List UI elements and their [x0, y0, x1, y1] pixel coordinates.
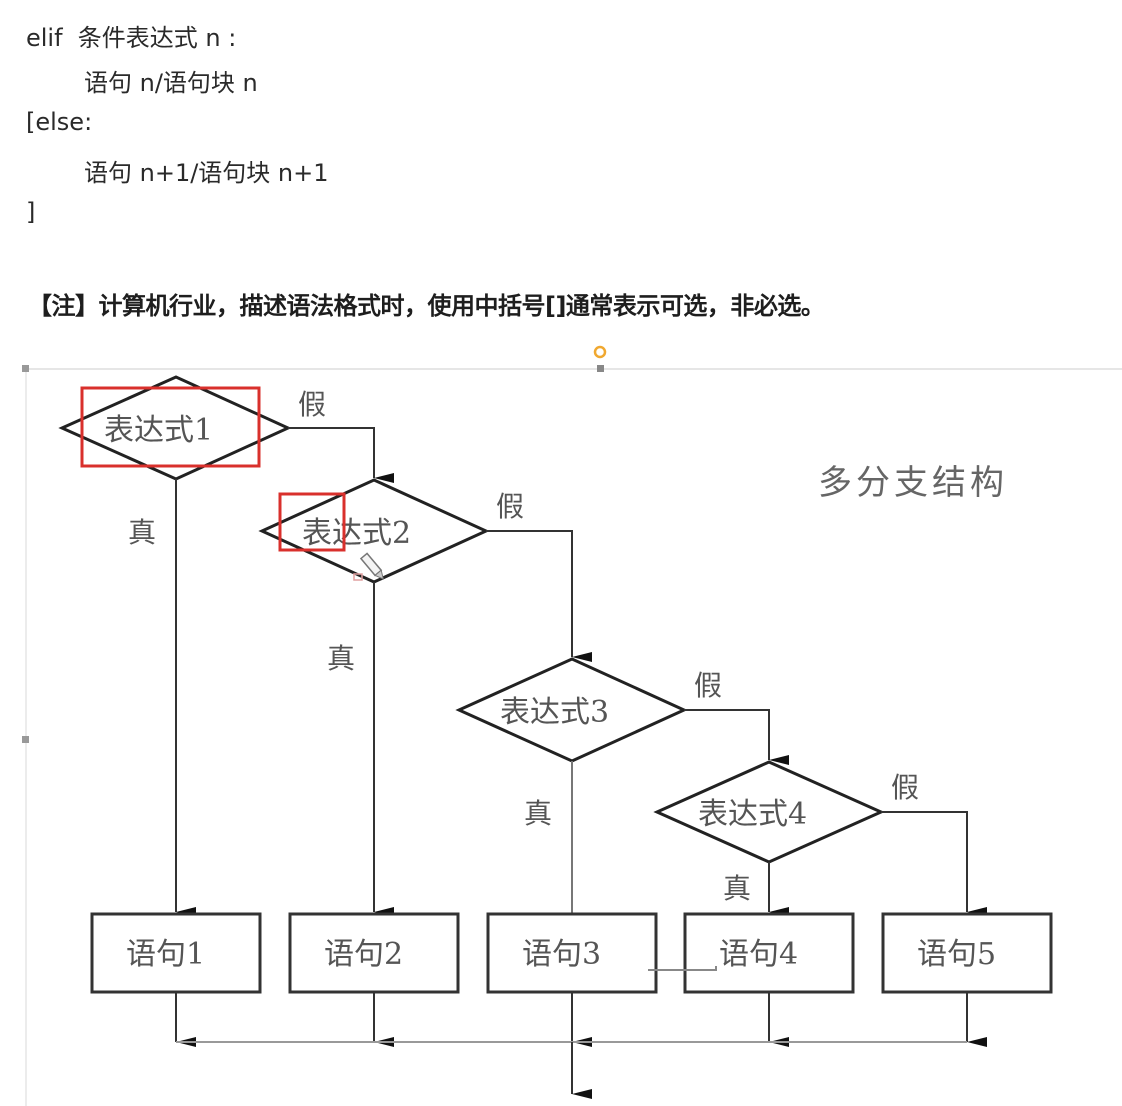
rotate-handle-icon[interactable] [593, 345, 607, 359]
statement-5-label: 语句5 [917, 937, 996, 972]
decision-4: 表达式4 [653, 760, 885, 864]
statement-1-label: 语句1 [126, 937, 205, 972]
true-label-4: 真 [723, 872, 751, 905]
branch-labels: 假 假 假 假 真 真 真 真 [128, 388, 919, 905]
false-label-4: 假 [891, 771, 919, 804]
statement-1: 语句1 [90, 912, 262, 994]
false-branch-connectors [288, 427, 987, 917]
decision-3: 表达式3 [455, 657, 688, 763]
resize-handle-top-left[interactable] [22, 365, 29, 372]
false-label-3: 假 [694, 669, 722, 702]
syntax-line-elif: elif 条件表达式 n : [26, 24, 237, 52]
statement-5: 语句5 [881, 912, 1053, 994]
resize-handle-top-center[interactable] [597, 365, 604, 372]
pen-cursor-icon [359, 552, 385, 580]
false-label-1: 假 [298, 388, 326, 421]
statement-3: 语句3 [486, 912, 658, 994]
statement-2-label: 语句2 [324, 937, 403, 972]
highlight-box-expression-2 [278, 492, 346, 552]
decision-2-label: 表达式2 [302, 516, 411, 551]
statement-2: 语句2 [288, 912, 460, 994]
syntax-line-else: [else: [26, 108, 93, 136]
decision-3-label: 表达式3 [500, 695, 609, 730]
merge-connectors [175, 992, 987, 1099]
diagram-title: 多分支结构 [818, 463, 1008, 503]
statement-4-label: 语句4 [719, 937, 798, 972]
true-label-1: 真 [128, 516, 156, 549]
decision-1: 表达式1 [58, 375, 292, 481]
statement-4: 语句4 [683, 912, 855, 994]
decision-1-label: 表达式1 [104, 413, 213, 448]
false-label-2: 假 [496, 490, 524, 523]
decision-2: 表达式2 [258, 478, 490, 584]
true-label-3: 真 [524, 797, 552, 830]
resize-handle-middle-left[interactable] [22, 736, 29, 743]
highlight-box-expression-1 [80, 386, 261, 468]
image-selection-frame[interactable] [22, 345, 1122, 1106]
true-branch-connectors [175, 479, 789, 917]
syntax-line-close-bracket: ] [26, 198, 36, 226]
syntax-note: 【注】计算机行业，描述语法格式时，使用中括号[]通常表示可选，非必选。 [28, 292, 825, 320]
stray-annotation-line [648, 966, 717, 971]
cursor-marker [353, 573, 363, 581]
syntax-line-statement-n1: 语句 n+1/语句块 n+1 [84, 159, 329, 187]
syntax-line-statement-n: 语句 n/语句块 n [84, 69, 258, 97]
decision-4-label: 表达式4 [698, 797, 807, 832]
statement-3-label: 语句3 [522, 937, 601, 972]
true-label-2: 真 [327, 642, 355, 675]
